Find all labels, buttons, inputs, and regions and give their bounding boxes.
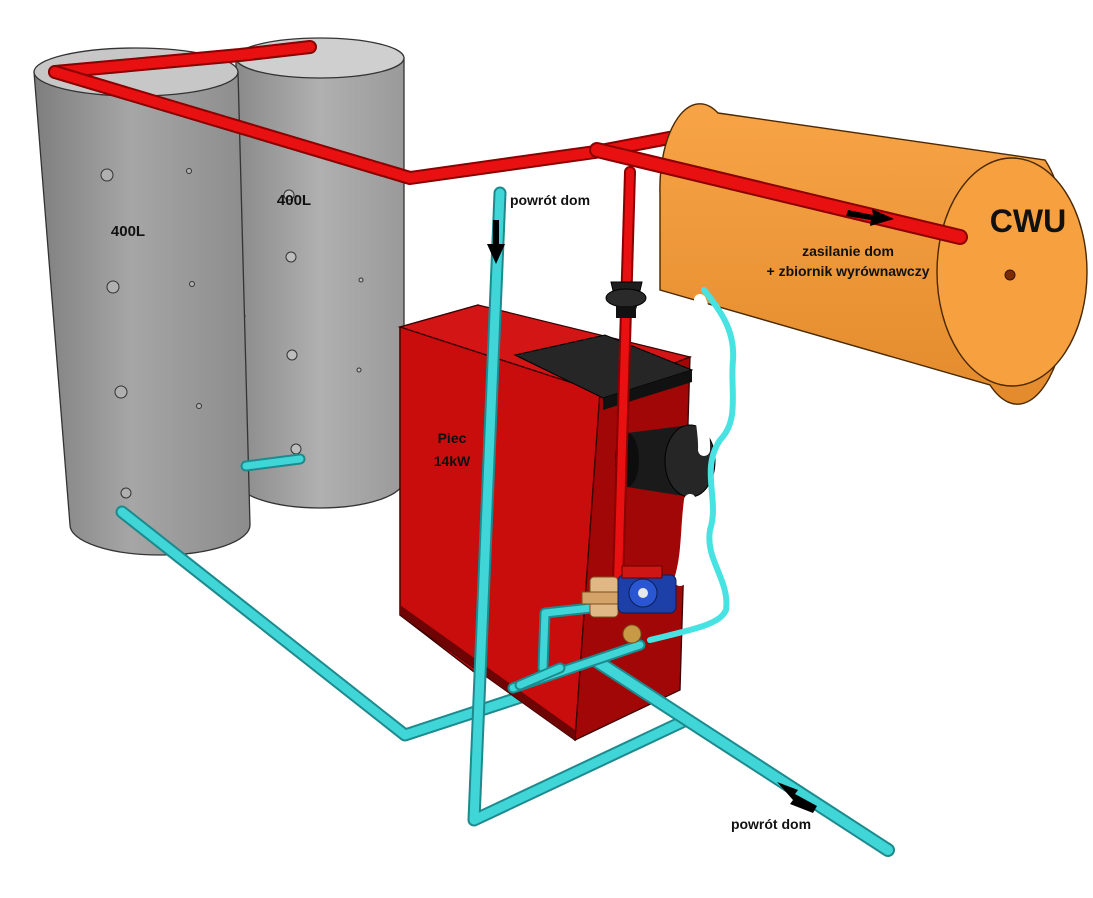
cwu-label: CWU — [990, 203, 1066, 239]
supply-label-line2: + zbiornik wyrównawczy — [767, 263, 930, 279]
boiler — [397, 304, 716, 742]
supply-label-line1: zasilanie dom — [802, 243, 894, 259]
arrow-left-icon — [777, 782, 817, 813]
supply-pipes — [48, 40, 692, 589]
return-pipes-front — [467, 186, 895, 857]
tank-right-label: 400L — [277, 192, 311, 209]
boiler-label-line1: Piec — [438, 430, 467, 446]
tank-left-label: 400L — [111, 223, 145, 240]
storage-tank-right — [233, 37, 405, 509]
hand-drawn-line — [647, 287, 737, 643]
mixing-valve-icon — [581, 576, 642, 644]
boiler-label-line2: 14kW — [434, 453, 471, 469]
arrow-down-icon — [487, 220, 505, 264]
supply-pipe-cwu — [589, 142, 968, 245]
labels: 400L 400L Piec 14kW CWU zasilanie dom + … — [111, 192, 1066, 832]
cwu-tank — [659, 103, 1088, 405]
return-label-bottom: powrót dom — [731, 816, 811, 832]
arrow-right-icon — [846, 209, 894, 226]
return-label-top: powrót dom — [510, 192, 590, 208]
valve-icon — [605, 281, 647, 318]
pump-icon — [617, 565, 677, 614]
